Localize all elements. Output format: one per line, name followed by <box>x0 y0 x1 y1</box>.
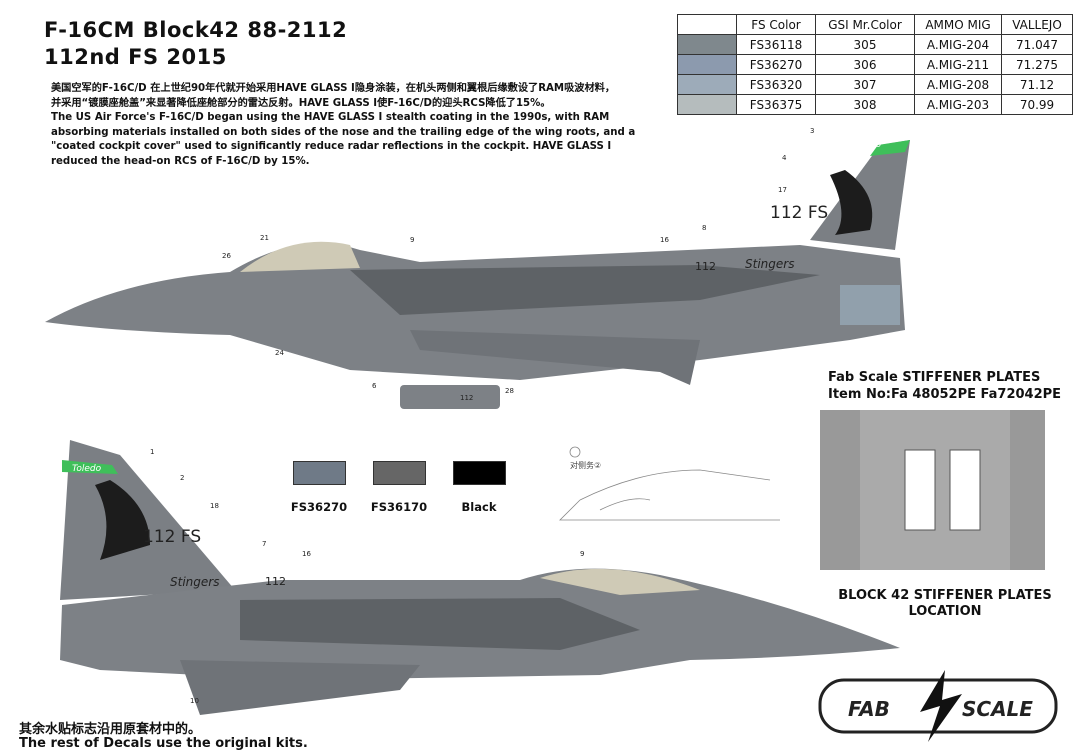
callout-number: 10 <box>190 697 199 705</box>
top-pylon-panel <box>400 385 500 409</box>
callout-number: 26 <box>222 252 231 260</box>
table-header: FS Color GSI Mr.Color AMMO MIG VALLEJO <box>677 14 1073 35</box>
cell-vallejo: 70.99 <box>1001 94 1073 115</box>
bottom-jet-profile: Toledo 112 FS Stingers 112 <box>60 440 900 715</box>
block42-line1: BLOCK 42 STIFFENER PLATES <box>838 588 1052 603</box>
fab-scale-item: Item No:Fa 48052PE Fa72042PE <box>828 387 1062 402</box>
callout-number: 17 <box>778 186 787 194</box>
top-jet-profile: Toledo 112 FS Stingers 112 112 <box>45 140 910 409</box>
bottom-name-text: Stingers <box>170 575 219 589</box>
bottom-dark-panel <box>240 598 640 650</box>
callout-number: 7 <box>262 540 266 548</box>
bottom-serial-text: 112 <box>265 575 286 588</box>
bottom-canopy <box>540 568 700 595</box>
sketch-label: 对侧务② <box>570 460 601 470</box>
top-name-text: Stingers <box>745 257 794 271</box>
stiffener-diagram <box>820 410 1045 570</box>
top-hornet-emblem <box>830 170 873 235</box>
top-serial-text: 112 <box>695 260 716 273</box>
bottom-tail-stripe <box>62 460 118 474</box>
fab-scale-title: Fab Scale STIFFENER PLATES <box>828 370 1041 385</box>
callout-number: 9 <box>580 550 584 558</box>
swatch-label: FS36170 <box>370 500 428 514</box>
block42-line2: LOCATION <box>908 604 982 619</box>
callout-number: 21 <box>260 234 269 242</box>
callout-number: 4 <box>782 154 787 162</box>
callout-number: 3 <box>810 127 814 135</box>
desc-en: The US Air Force's F-16C/D began using t… <box>51 112 636 167</box>
color-swatch <box>677 74 737 95</box>
color-swatch <box>677 34 737 55</box>
top-dark-panel <box>350 265 820 315</box>
cell-vallejo: 71.12 <box>1001 74 1073 95</box>
callout-number: 18 <box>210 502 219 510</box>
cell-ammo: A.MIG-208 <box>914 74 1002 95</box>
header-fs: FS Color <box>736 14 816 35</box>
top-tail-text: Toledo <box>852 140 882 150</box>
svg-text:SCALE: SCALE <box>962 697 1033 721</box>
callout-number: 16 <box>660 236 669 244</box>
svg-text:FAB: FAB <box>848 697 890 721</box>
desc-zh2: 并采用“镀膜座舱盖”来显著降低座舱部分的雷达反射。HAVE GLASS I使F-… <box>51 97 551 109</box>
header-vallejo: VALLEJO <box>1001 14 1073 35</box>
bottom-unit-text: 112 FS <box>143 527 201 547</box>
color-swatch <box>677 94 737 115</box>
top-pylon-text: 112 <box>460 394 473 402</box>
fab-scale-logo: FAB SCALE <box>818 670 1058 742</box>
callout-number: 1 <box>150 448 154 456</box>
swatch-label: FS36270 <box>290 500 348 514</box>
title-line2: 112nd FS 2015 <box>44 45 227 69</box>
callout-number: 8 <box>702 224 706 232</box>
callout-number: 16 <box>302 550 311 558</box>
bottom-tail-text: Toledo <box>72 464 102 474</box>
callout-number: 9 <box>410 236 414 244</box>
callout-number: 24 <box>275 349 284 357</box>
bottom-ventral <box>180 660 420 715</box>
top-unit-text: 112 FS <box>770 203 828 223</box>
cockpit-sketch <box>559 446 780 521</box>
callout-number: 6 <box>372 382 377 390</box>
cell-ammo: A.MIG-203 <box>914 94 1002 115</box>
paint-swatch <box>373 461 426 485</box>
cell-ammo: A.MIG-204 <box>914 34 1002 55</box>
cell-fs: FS36375 <box>736 94 816 115</box>
paint-swatch <box>293 461 346 485</box>
footer-en: The rest of Decals use the original kits… <box>19 736 308 751</box>
cell-fs: FS36118 <box>736 34 816 55</box>
desc-zh1: 美国空军的F-16C/D 在上世纪90年代就开始采用HAVE GLASS I隐身… <box>51 83 616 94</box>
bottom-tail-fin <box>60 440 235 600</box>
top-canopy <box>240 241 360 272</box>
bottom-hornet-emblem <box>95 480 150 560</box>
title-line1: F-16CM Block42 88-2112 <box>44 18 348 42</box>
swatch-label: Black <box>461 500 497 514</box>
callout-number: 2 <box>180 474 184 482</box>
footer-zh: 其余水贴标志沿用原套材中的。 <box>19 722 202 737</box>
color-swatch <box>677 54 737 75</box>
paint-swatch <box>453 461 506 485</box>
top-intake-fin <box>410 330 700 385</box>
callout-number: 28 <box>505 387 514 395</box>
top-tail-stripe <box>870 140 910 156</box>
cell-ammo: A.MIG-211 <box>914 54 1002 75</box>
description: 美国空军的F-16C/D 在上世纪90年代就开始采用HAVE GLASS I隐身… <box>51 82 671 169</box>
color-table: FS Color GSI Mr.Color AMMO MIG VALLEJO F… <box>677 14 1073 115</box>
